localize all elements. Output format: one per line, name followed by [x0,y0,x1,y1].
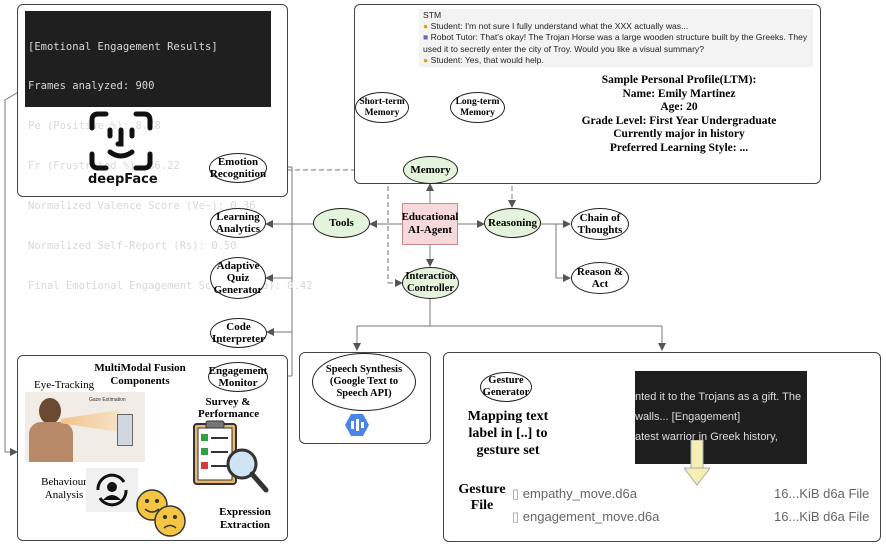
survey-label: Survey & Performance [198,396,260,420]
gesture-file-label: Gesture File [458,482,506,513]
profile-line: Preferred Learning Style: ... [609,141,749,154]
short-term-memory-node: Short-term Memory [355,92,409,123]
laptop-screen [117,414,133,446]
terminal-line: Normalized Self-Report (Rs): 0.50 [28,240,237,253]
file-name: empathy_move.d6a [522,486,637,501]
behaviour-analysis-label: Behaviour Analysis [41,476,87,501]
file-icon: ▯ [512,486,520,501]
emotion-results-terminal: [Emotional Engagement Results] Frames an… [25,11,312,292]
eye-tracking-image: Gaze Estimation [25,392,145,462]
learning-analytics-node: Learning Analytics [210,208,266,238]
ltm-profile: Sample Personal Profile(LTM): Name: Emil… [574,74,784,155]
fusion-title: MultiModal Fusion Components [94,362,186,387]
file-row[interactable]: ▯ empathy_move.d6a 16...KiB d6a File [512,486,872,502]
person-body [29,422,73,462]
profile-line: Name: Emily Martinez [622,87,736,100]
stm-line-robot: ■ Robot Tutor: That's okay! The Trojan H… [423,32,809,54]
transcript-line: nted it to the Trojans as a gift. The [635,391,802,403]
terminal-line: [Emotional Engagement Results] [28,40,218,53]
down-arrow-icon [684,440,710,486]
stm-text: Student: Yes, that would help. [430,54,544,65]
terminal-line: Normalized Valence Score (Ve~): 0.36 [28,200,256,213]
terminal-line: Frames analyzed: 900 [28,80,155,93]
student-icon: ● [423,21,429,32]
speech-synthesis-node: Speech Synthesis (Google Text to Speech … [312,353,416,411]
clipboard-checklist-icon [193,420,269,493]
expression-extraction-label: Expression Extraction [219,506,271,531]
behaviour-cycle-icon [86,468,138,512]
file-meta: 16...KiB d6a File [774,486,870,501]
reason-and-act-node: Reason & Act [571,262,629,294]
chain-of-thoughts-node: Chain of Thoughts [571,208,629,240]
transcript-line: atest warrior in Greek history, [635,431,778,443]
stm-line-student: ● Student: Yes, that would help. [423,55,809,66]
emotion-recognition-node: Emotion Recognition [209,153,267,183]
profile-line: Currently major in history [613,128,745,140]
face-id-icon [89,111,153,171]
file-row[interactable]: ▯ engagement_move.d6a 16...KiB d6a File [512,509,872,525]
person-head [39,398,61,424]
stm-title: STM [423,10,442,20]
emoji-faces-icon [136,489,186,537]
long-term-memory-node: Long-term Memory [450,92,505,123]
tools-node: Tools [313,208,370,238]
student-icon: ● [423,54,429,65]
interaction-controller-node: Interaction Controller [402,267,459,299]
stm-text: Student: I'm not sure I fully understand… [430,21,689,32]
eye-tracking-label: Eye-Tracking [34,379,95,391]
transcript-line: walls... [Engagement] [635,411,741,423]
file-meta: 16...KiB d6a File [774,509,870,524]
gesture-generator-node: Gesture Generator [480,372,532,402]
mapping-label: Mapping text label in [..] to gesture se… [467,409,549,458]
engagement-monitor-node: Engagement Monitor [208,362,268,392]
file-icon: ▯ [512,509,520,524]
reasoning-node: Reasoning [484,208,541,238]
educational-ai-agent-node: Educational AI-Agent [402,203,458,245]
robot-icon: ■ [423,32,429,43]
deepface-logo-text: deepFace [88,172,158,187]
stm-conversation: STM ● Student: I'm not sure I fully unde… [419,9,813,67]
profile-line: Sample Personal Profile(LTM): [601,74,757,86]
gaze-estimation-label: Gaze Estimation [89,397,126,403]
stm-line-student: ● Student: I'm not sure I fully understa… [423,21,809,32]
memory-node: Memory [403,156,458,184]
adaptive-quiz-generator-node: Adaptive Quiz Generator [210,257,266,299]
file-name: engagement_move.d6a [522,509,660,524]
stm-text: Robot Tutor: That's okay! The Trojan Hor… [423,32,808,54]
profile-line: Grade Level: First Year Undergraduate [581,114,777,127]
profile-line: Age: 20 [660,101,698,113]
google-cloud-tts-icon [345,414,369,436]
transcript-preview: nted it to the Trojans as a gift. The wa… [635,371,807,464]
code-interpreter-node: Code Interpreter [210,318,267,348]
